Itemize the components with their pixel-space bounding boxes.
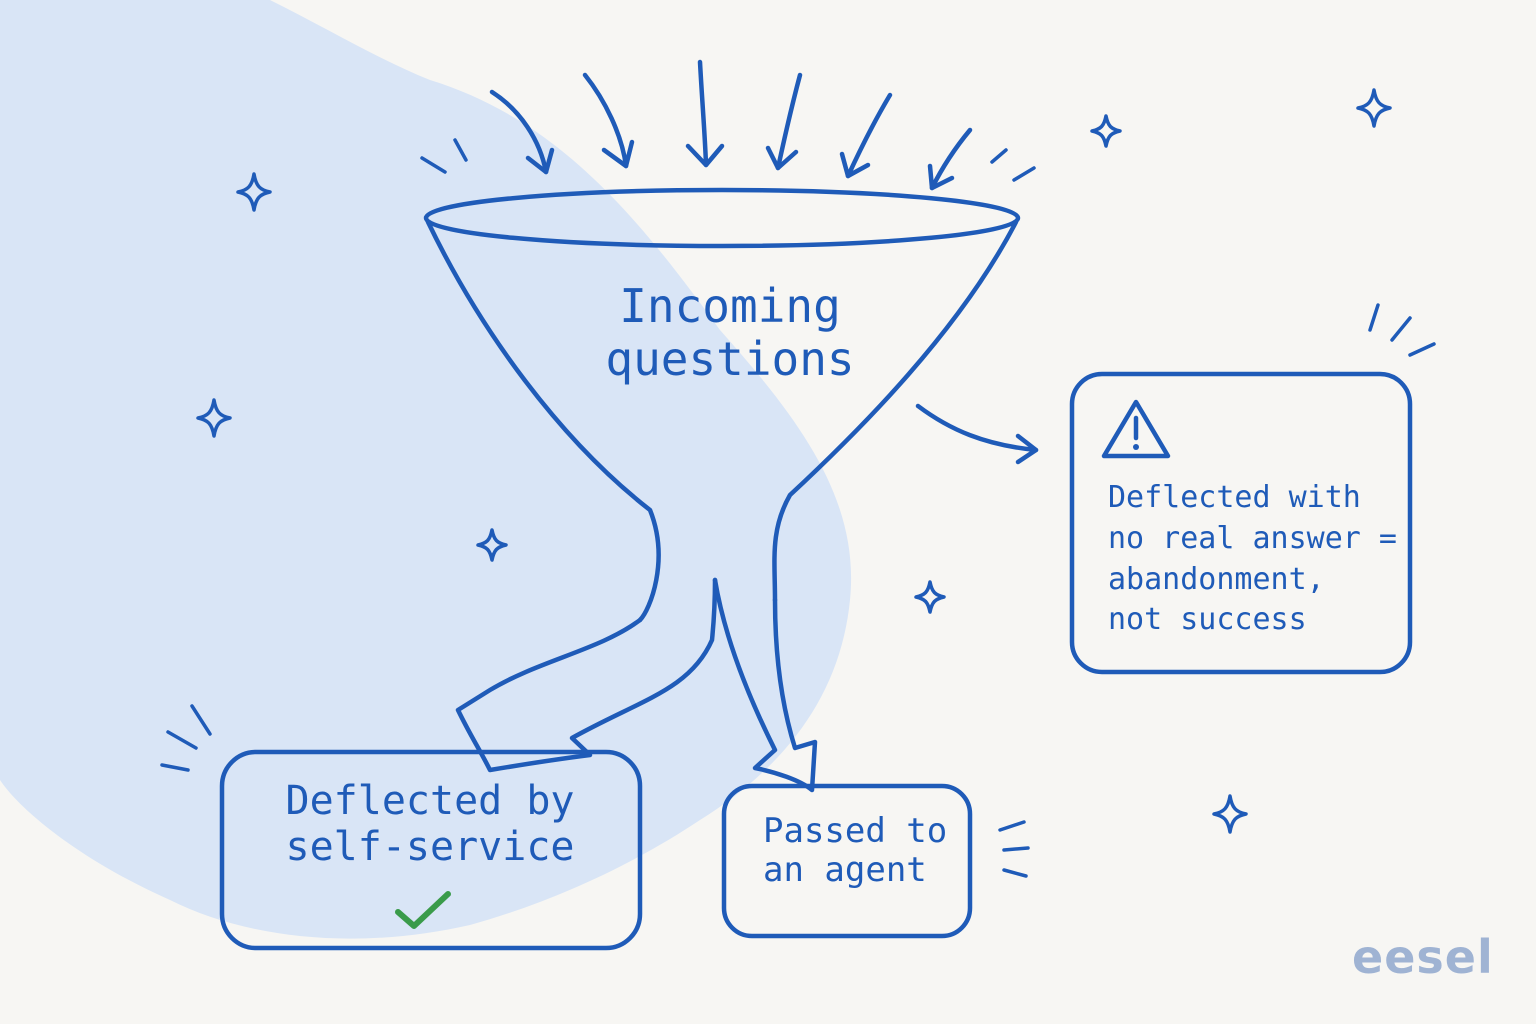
self-service-label: Deflected by self-service (285, 778, 575, 870)
agent-label: Passed to an agent (763, 811, 948, 891)
check-icon (395, 891, 451, 929)
incoming-arrow-6-head (927, 163, 955, 191)
warning-arrow-head (1015, 433, 1039, 465)
incoming-arrow-3-head (685, 143, 725, 168)
sparkle-icon (476, 528, 508, 562)
stream-self-service (455, 577, 718, 773)
stream-agent (712, 577, 818, 793)
incoming-arrow-4-head (765, 145, 799, 171)
sparkle-icon (1356, 88, 1392, 128)
incoming-arrow-4 (775, 72, 803, 171)
sparkle-icon (1212, 794, 1248, 834)
funnel-label: Incoming questions (605, 279, 855, 386)
sparkle-icon (914, 580, 946, 614)
funnel-rim (423, 187, 1021, 249)
incoming-arrow-3 (697, 59, 709, 168)
warning-icon (1101, 399, 1171, 459)
incoming-arrow-2 (582, 72, 629, 169)
warning-arrow (915, 403, 1039, 453)
incoming-arrow-2-head (601, 139, 635, 169)
sparkle-icon (1090, 114, 1122, 148)
motion-ticks (160, 138, 1436, 878)
sparkle-icon (196, 398, 232, 438)
incoming-arrow-5 (845, 92, 893, 179)
incoming-arrow-1 (489, 89, 549, 175)
self-service-box (219, 749, 643, 951)
incoming-arrow-1-head (525, 147, 555, 175)
abandonment-label: Deflected with no real answer = abandonm… (1108, 480, 1397, 638)
abandonment-box (1069, 371, 1413, 675)
sparkle-icon (236, 172, 272, 212)
incoming-arrows (489, 59, 973, 191)
incoming-arrow-5-head (839, 151, 871, 179)
agent-box (721, 783, 973, 939)
funnel-body (425, 219, 661, 623)
eesel-logo: eesel (1352, 930, 1494, 984)
funnel (423, 187, 1021, 623)
incoming-arrow-6 (929, 127, 973, 191)
sparkles (196, 88, 1392, 834)
